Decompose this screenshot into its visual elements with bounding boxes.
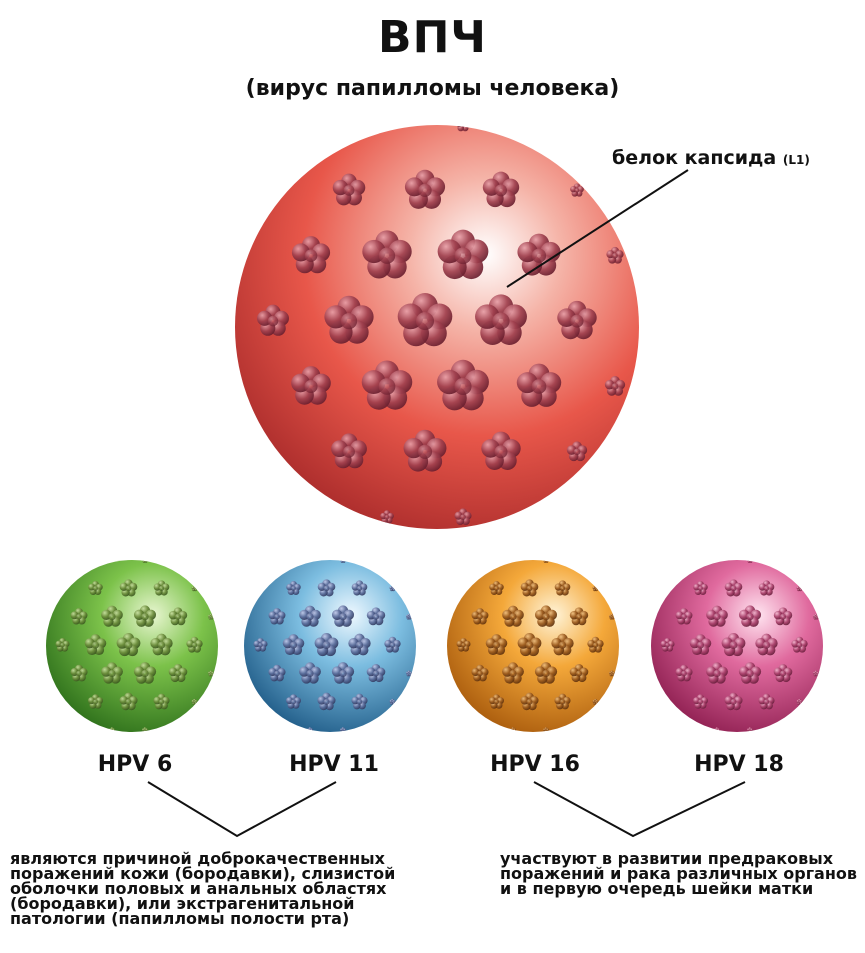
hpv-11-virion [244,557,416,733]
capsomer [543,557,549,563]
capsid-protein-text: белок капсида [612,147,776,169]
hpv-6-label: HPV 6 [55,752,215,777]
main-virion-sphere [235,118,639,529]
main-virion [235,118,639,529]
capsomer [340,557,346,563]
capsid-protein-label: белок капсида (L1) [612,147,810,169]
page-title: ВПЧ [0,12,865,63]
bracket-malignant [534,782,745,836]
page-subtitle: (вирус папилломы человека) [0,76,865,101]
hpv-18-virion [651,557,823,733]
capsomer [142,557,148,563]
capsid-protein-tag: (L1) [783,153,810,167]
capsomer [456,118,470,131]
hpv-6-virion [46,557,218,733]
hpv-16-virion [447,557,619,733]
hpv-11-label: HPV 11 [254,752,414,777]
malignant-description: участвуют в развитии предраковых поражен… [500,851,860,896]
hpv-18-label: HPV 18 [659,752,819,777]
bracket-benign [148,782,336,836]
benign-description: являются причиной доброкачественных пора… [10,851,440,926]
hpv-16-label: HPV 16 [455,752,615,777]
small-virions [46,557,823,733]
capsomer [747,557,753,563]
